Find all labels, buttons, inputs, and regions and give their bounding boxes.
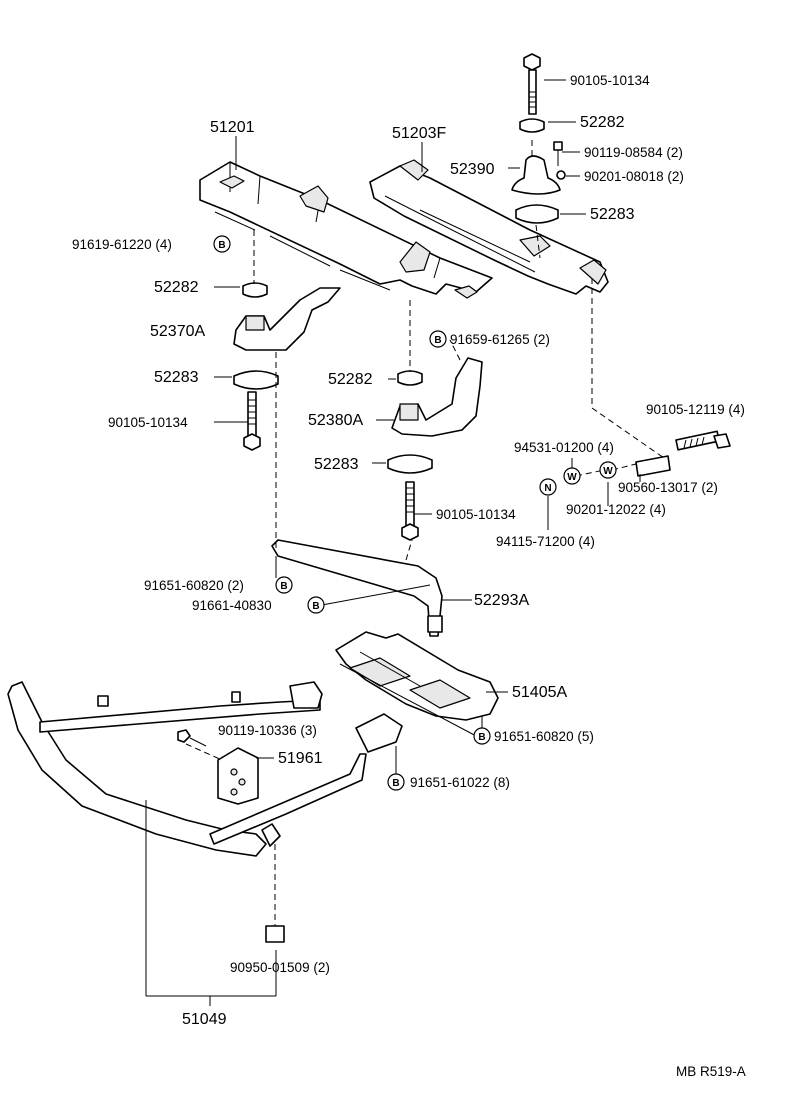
label-52293A: 52293A — [474, 592, 529, 609]
symbol-b-91651-61022: B — [392, 778, 399, 789]
symbol-b-91659: B — [434, 335, 441, 346]
label-51203F: 51203F — [392, 125, 446, 142]
label-51961: 51961 — [278, 750, 323, 767]
label-90119-10336: 90119-10336 (3) — [218, 723, 317, 738]
label-52370A: 52370A — [150, 323, 205, 340]
symbol-b-91661: B — [312, 601, 319, 612]
rear-bolt-collar — [635, 430, 731, 477]
label-52390: 52390 — [450, 161, 495, 178]
label-90201-08018: 90201-08018 (2) — [584, 169, 684, 184]
label-51049: 51049 — [182, 1011, 227, 1028]
label-91651-60820-b: 91651-60820 (5) — [494, 729, 594, 744]
diagram-footer-code: MB R519-A — [676, 1064, 746, 1079]
label-91661-40830: 91661-40830 — [192, 598, 272, 613]
symbol-w-94531: W — [567, 472, 577, 483]
label-52282-top: 52282 — [580, 114, 625, 131]
part-labels: 51201 51203F 52390 90105-10134 52282 901… — [72, 73, 746, 1079]
symbol-w-90201: W — [603, 466, 613, 477]
label-90950-01509: 90950-01509 (2) — [230, 960, 330, 975]
label-90105-10134-left: 90105-10134 — [108, 415, 188, 430]
label-52283-left: 52283 — [154, 369, 199, 386]
callout-symbols: B B W W N B B B B — [213, 235, 617, 791]
link-52293A — [271, 539, 443, 637]
crossmember-51201 — [199, 161, 493, 299]
label-90119-08584: 90119-08584 (2) — [584, 145, 683, 160]
label-52380A: 52380A — [308, 412, 363, 429]
label-52283-top: 52283 — [590, 206, 635, 223]
label-91651-60820-a: 91651-60820 (2) — [144, 578, 244, 593]
label-52283-mid: 52283 — [314, 456, 359, 473]
label-94115-71200: 94115-71200 (4) — [496, 534, 595, 549]
left-mount-assembly — [233, 282, 341, 451]
label-94531-01200: 94531-01200 (4) — [514, 440, 614, 455]
label-51405A: 51405A — [512, 684, 567, 701]
label-51201: 51201 — [210, 119, 255, 136]
leader-lines — [145, 79, 641, 1006]
label-90560-13017: 90560-13017 (2) — [618, 480, 718, 495]
label-90105-10134-mid: 90105-10134 — [436, 507, 516, 522]
label-91659-61265: 91659-61265 (2) — [450, 332, 550, 347]
label-52282-left: 52282 — [154, 279, 199, 296]
symbol-b-91651-a: B — [280, 581, 287, 592]
under-cover-51405A — [335, 631, 499, 739]
symbol-b-91619: B — [218, 240, 225, 251]
top-mount-assembly — [511, 53, 566, 224]
label-90105-10134-top: 90105-10134 — [570, 73, 650, 88]
label-90201-12022: 90201-12022 (4) — [566, 502, 666, 517]
middle-mount-assembly — [387, 357, 483, 541]
stabilizer-bar-51049 — [7, 681, 403, 943]
label-91619-61220: 91619-61220 (4) — [72, 237, 172, 252]
label-52282-mid: 52282 — [328, 371, 373, 388]
symbol-b-91651-b: B — [478, 732, 485, 743]
symbol-n-94115: N — [544, 483, 551, 494]
label-90105-12119: 90105-12119 (4) — [646, 402, 745, 417]
label-91651-61022: 91651-61022 (8) — [410, 775, 510, 790]
